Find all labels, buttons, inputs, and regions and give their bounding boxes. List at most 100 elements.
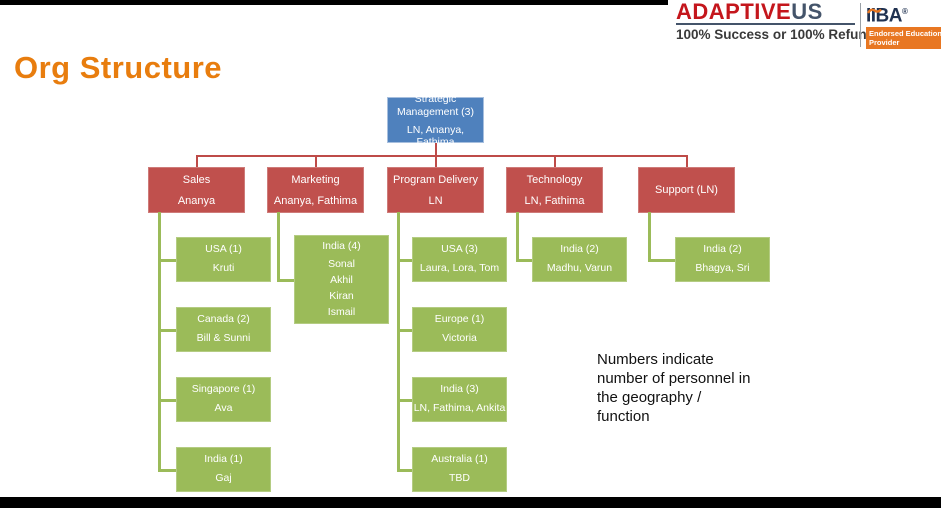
connector-line [196,155,687,157]
brand-underline [676,23,855,25]
connector-line [158,259,176,262]
geo-region: India (2) [560,243,599,255]
geo-names: TBD [449,471,470,486]
geo-region: USA (3) [441,243,478,255]
brand-name-us: US [791,0,823,24]
geo-name: Gaj [215,472,232,484]
page-title: Org Structure [14,50,223,85]
dept-name: Technology [526,173,583,186]
connector-line [314,155,317,167]
geo-names: LN, Fathima, Ankita [414,401,506,416]
brand-tagline: 100% Success or 100% Refund. [676,27,879,42]
bottom-accent-bar [0,497,941,508]
connector-line [397,259,412,262]
dept-members: Ananya [177,194,216,207]
dept-name: Program Delivery [393,173,478,186]
geo-region: India (3) [440,383,479,395]
iiba-logo-block: IIBA® Endorsed Education Provider [866,1,941,50]
geo-name: Bill & Sunni [196,332,251,344]
connector-line [397,469,412,472]
connector-line [195,155,198,167]
dept-members: LN, Fathima [524,194,585,207]
geo-name: Akhil [330,273,353,286]
registered-mark: ® [902,7,908,16]
connector-line [516,212,519,262]
geo-names: Bhagya, Sri [695,261,749,276]
org-node-geo: Singapore (1) Ava [176,377,271,422]
badge-line2: Provider [869,38,900,48]
connector-line [434,143,437,155]
iiba-endorsement-badge: Endorsed Education Provider [866,27,941,50]
org-node-dept: Support (LN) [638,167,735,213]
org-node-geo: Europe (1) Victoria [412,307,507,352]
org-node-geo: USA (1) Kruti [176,237,271,282]
connector-line [648,212,651,262]
connector-line [158,469,176,472]
connector-line [397,399,412,402]
connector-line [158,399,176,402]
root-members: LN, Ananya, Fathima [406,123,465,148]
connector-line [158,212,161,472]
connector-line [397,329,412,332]
org-node-geo: Australia (1) TBD [412,447,507,492]
geo-region: Australia (1) [431,453,488,465]
top-accent-bar [0,0,668,5]
brand-logo: ADAPTIVEUS 100% Success or 100% Refund. [676,0,879,42]
root-title: Strategic Management (3) [396,92,475,118]
connector-line [553,155,556,167]
geo-names: Kruti [213,261,235,276]
org-node-geo: Canada (2) Bill & Sunni [176,307,271,352]
org-node-geo: India (3) LN, Fathima, Ankita [412,377,507,422]
connector-line [158,329,176,332]
iiba-swoosh-icon [866,0,882,19]
geo-name: TBD [449,472,470,484]
brand-name-adaptive: ADAPTIVE [676,0,792,24]
geo-region: USA (1) [205,243,242,255]
geo-name: Kruti [212,262,235,274]
geo-region: India (4) [322,239,361,252]
geo-region: Canada (2) [197,313,250,325]
geo-name: LN, Fathima, Ankita [413,402,506,414]
org-node-root: Strategic Management (3) LN, Ananya, Fath… [387,93,484,148]
header-divider [860,3,861,47]
connector-line [434,155,437,167]
connector-line [648,259,675,262]
geo-name: Madhu, Varun [546,262,613,274]
note-text: Numbers indicate number of personnel in … [597,351,751,425]
iiba-logo: IIBA® [866,1,941,26]
geo-names: Ava [215,401,233,416]
connector-line [397,212,400,472]
badge-line1: Endorsed Education [869,29,941,39]
dept-name: Marketing [291,173,340,186]
geo-names: Madhu, Varun [547,261,612,276]
geo-name: Bhagya, Sri [695,262,750,274]
connector-line [516,259,532,262]
dept-name: Support (LN) [655,183,718,196]
geo-name: Laura, Lora, Tom [419,262,500,274]
geo-name: Ava [214,402,233,414]
connector-line [277,279,294,282]
geo-region: Europe (1) [434,313,485,325]
dept-name: Sales [182,173,211,186]
brand-name: ADAPTIVEUS [676,0,856,24]
geo-name: Kiran [329,289,354,302]
geo-name: Sonal [328,257,355,270]
geo-name: Ismail [327,305,356,318]
geo-name: Victoria [442,332,477,344]
geo-region: India (2) [703,243,742,255]
dept-members: LN [428,194,443,207]
geo-names: Victoria [442,331,477,346]
org-node-geo: India (2) Madhu, Varun [532,237,627,282]
geo-region: Singapore (1) [191,383,256,395]
connector-line [685,155,688,167]
geo-names: Gaj [215,471,231,486]
org-node-geo: USA (3) Laura, Lora, Tom [412,237,507,282]
